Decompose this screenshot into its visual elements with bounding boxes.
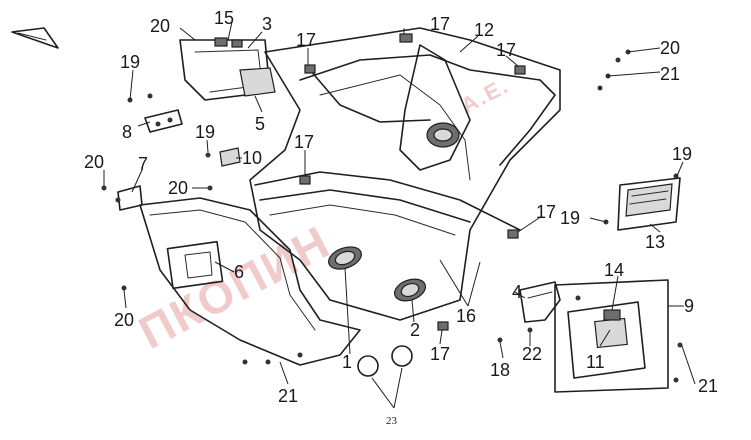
part-8-bracket xyxy=(144,109,183,133)
part-23-rings xyxy=(357,345,413,377)
callout-22: 22 xyxy=(522,344,542,364)
callout-20-top-left: 20 xyxy=(150,16,170,36)
watermark: ПКОПИН А.Е. xyxy=(130,72,514,358)
callout-1: 1 xyxy=(342,352,352,372)
callout-12: 12 xyxy=(474,20,494,40)
callout-17-bottom: 17 xyxy=(430,344,450,364)
part-10-clip xyxy=(219,147,241,167)
part-1-duct xyxy=(328,246,362,270)
callout-9: 9 xyxy=(684,296,694,316)
part-2-duct xyxy=(393,278,427,302)
callout-21-bottom-right: 21 xyxy=(698,376,718,396)
callout-19-top-left: 19 xyxy=(120,52,140,72)
callout-11: 11 xyxy=(586,352,605,372)
callout-6: 6 xyxy=(234,262,244,282)
callout-labels: 20 15 3 19 8 5 19 10 20 7 20 6 20 21 17 … xyxy=(84,8,718,427)
callout-7: 7 xyxy=(138,154,148,174)
callout-20-left: 20 xyxy=(84,152,104,172)
part-17-clips xyxy=(299,33,526,331)
callout-3: 3 xyxy=(262,14,272,34)
callout-8: 8 xyxy=(122,122,132,142)
callout-17-top-right: 17 xyxy=(496,40,516,60)
callout-14: 14 xyxy=(604,260,624,280)
direction-arrow-icon xyxy=(11,27,59,49)
callout-19-right: 19 xyxy=(672,144,692,164)
part-13-box xyxy=(617,177,681,231)
part-6-side-panel xyxy=(139,197,361,366)
part-9-panel-frame xyxy=(554,279,669,393)
leader-lines xyxy=(103,21,696,409)
callout-17-mid: 17 xyxy=(294,132,314,152)
callout-4: 4 xyxy=(512,282,522,302)
part-7-bracket xyxy=(117,185,143,211)
callout-15: 15 xyxy=(214,8,234,28)
part-14-cover xyxy=(603,309,621,321)
screws xyxy=(101,49,683,383)
part-5-bracket xyxy=(179,37,276,101)
watermark-suffix: А.Е. xyxy=(457,72,514,118)
callout-21-bottom-left: 21 xyxy=(278,386,298,406)
callout-17-top: 17 xyxy=(430,14,450,34)
callout-19-mid-right: 19 xyxy=(560,208,580,228)
callout-21-top-right: 21 xyxy=(660,64,680,84)
callout-20-top-right: 20 xyxy=(660,38,680,58)
callout-10: 10 xyxy=(242,148,262,168)
callout-2: 2 xyxy=(410,320,420,340)
callout-23: 23 xyxy=(386,415,398,427)
part-12-inner-cover xyxy=(249,27,561,321)
callout-20-mid: 20 xyxy=(168,178,188,198)
part-4-bracket xyxy=(519,281,561,323)
callout-18: 18 xyxy=(490,360,510,380)
callout-19-mid-left: 19 xyxy=(195,122,215,142)
callout-5: 5 xyxy=(255,114,265,134)
callout-13: 13 xyxy=(645,232,665,252)
callout-20-bottom-left: 20 xyxy=(114,310,134,330)
callout-17-top-mid: 17 xyxy=(296,30,316,50)
callout-17-right: 17 xyxy=(536,202,556,222)
callout-16: 16 xyxy=(456,306,476,326)
